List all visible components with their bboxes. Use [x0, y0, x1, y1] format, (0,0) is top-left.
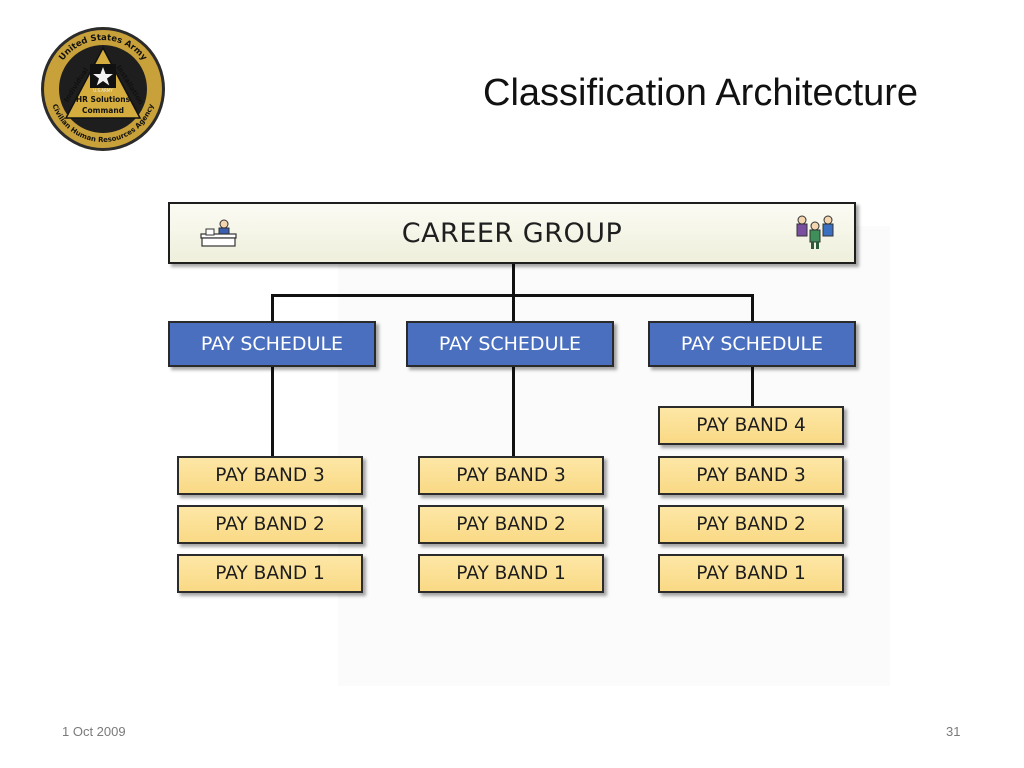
connector-to-schedule-2: [512, 294, 515, 322]
connector-root-down: [512, 264, 515, 296]
slide-page-number: 31: [946, 724, 961, 739]
connector-schedule-2-bands: [512, 366, 515, 458]
connector-schedule-1-bands: [271, 366, 274, 458]
pay-band-node: PAY BAND 3: [177, 456, 363, 495]
slide-title: Classification Architecture: [483, 72, 919, 114]
connector-schedule-3-bands: [751, 366, 754, 406]
pay-band-node: PAY BAND 1: [418, 554, 604, 593]
pay-band-label: PAY BAND 3: [696, 465, 806, 486]
svg-text:U.S.ARMY: U.S.ARMY: [93, 88, 113, 93]
pay-schedule-label: PAY SCHEDULE: [200, 333, 344, 355]
pay-schedule-label: PAY SCHEDULE: [680, 333, 824, 355]
pay-band-label: PAY BAND 2: [696, 514, 806, 535]
army-hr-seal-logo: United States Army Civilian Human Resour…: [41, 27, 165, 151]
pay-schedule-node-3: PAY SCHEDULE: [648, 321, 856, 367]
pay-band-label: PAY BAND 3: [215, 465, 325, 486]
pay-band-node: PAY BAND 2: [658, 505, 844, 544]
pay-band-node: PAY BAND 1: [658, 554, 844, 593]
pay-band-label: PAY BAND 1: [215, 563, 325, 584]
pay-band-label: PAY BAND 2: [215, 514, 325, 535]
pay-band-label: PAY BAND 2: [456, 514, 566, 535]
pay-band-node: PAY BAND 3: [418, 456, 604, 495]
svg-text:HR Solutions: HR Solutions: [76, 95, 131, 104]
pay-band-label: PAY BAND 1: [456, 563, 566, 584]
connector-to-schedule-1: [271, 294, 274, 322]
career-group-label: CAREER GROUP: [401, 217, 623, 249]
pay-band-node: PAY BAND 1: [177, 554, 363, 593]
slide-date: 1 Oct 2009: [62, 724, 126, 739]
pay-band-node: PAY BAND 3: [658, 456, 844, 495]
pay-band-label: PAY BAND 1: [696, 563, 806, 584]
pay-band-node: PAY BAND 2: [177, 505, 363, 544]
single-person-icon: [200, 219, 237, 247]
svg-text:Command: Command: [82, 106, 124, 115]
pay-band-node: PAY BAND 4: [658, 406, 844, 445]
pay-band-label: PAY BAND 3: [456, 465, 566, 486]
pay-schedule-node-2: PAY SCHEDULE: [406, 321, 614, 367]
people-group-icon: [796, 215, 834, 249]
career-group-node: CAREER GROUP: [168, 202, 856, 264]
connector-to-schedule-3: [751, 294, 754, 322]
pay-schedule-node-1: PAY SCHEDULE: [168, 321, 376, 367]
pay-schedule-label: PAY SCHEDULE: [438, 333, 582, 355]
pay-band-label: PAY BAND 4: [696, 415, 806, 436]
pay-band-node: PAY BAND 2: [418, 505, 604, 544]
